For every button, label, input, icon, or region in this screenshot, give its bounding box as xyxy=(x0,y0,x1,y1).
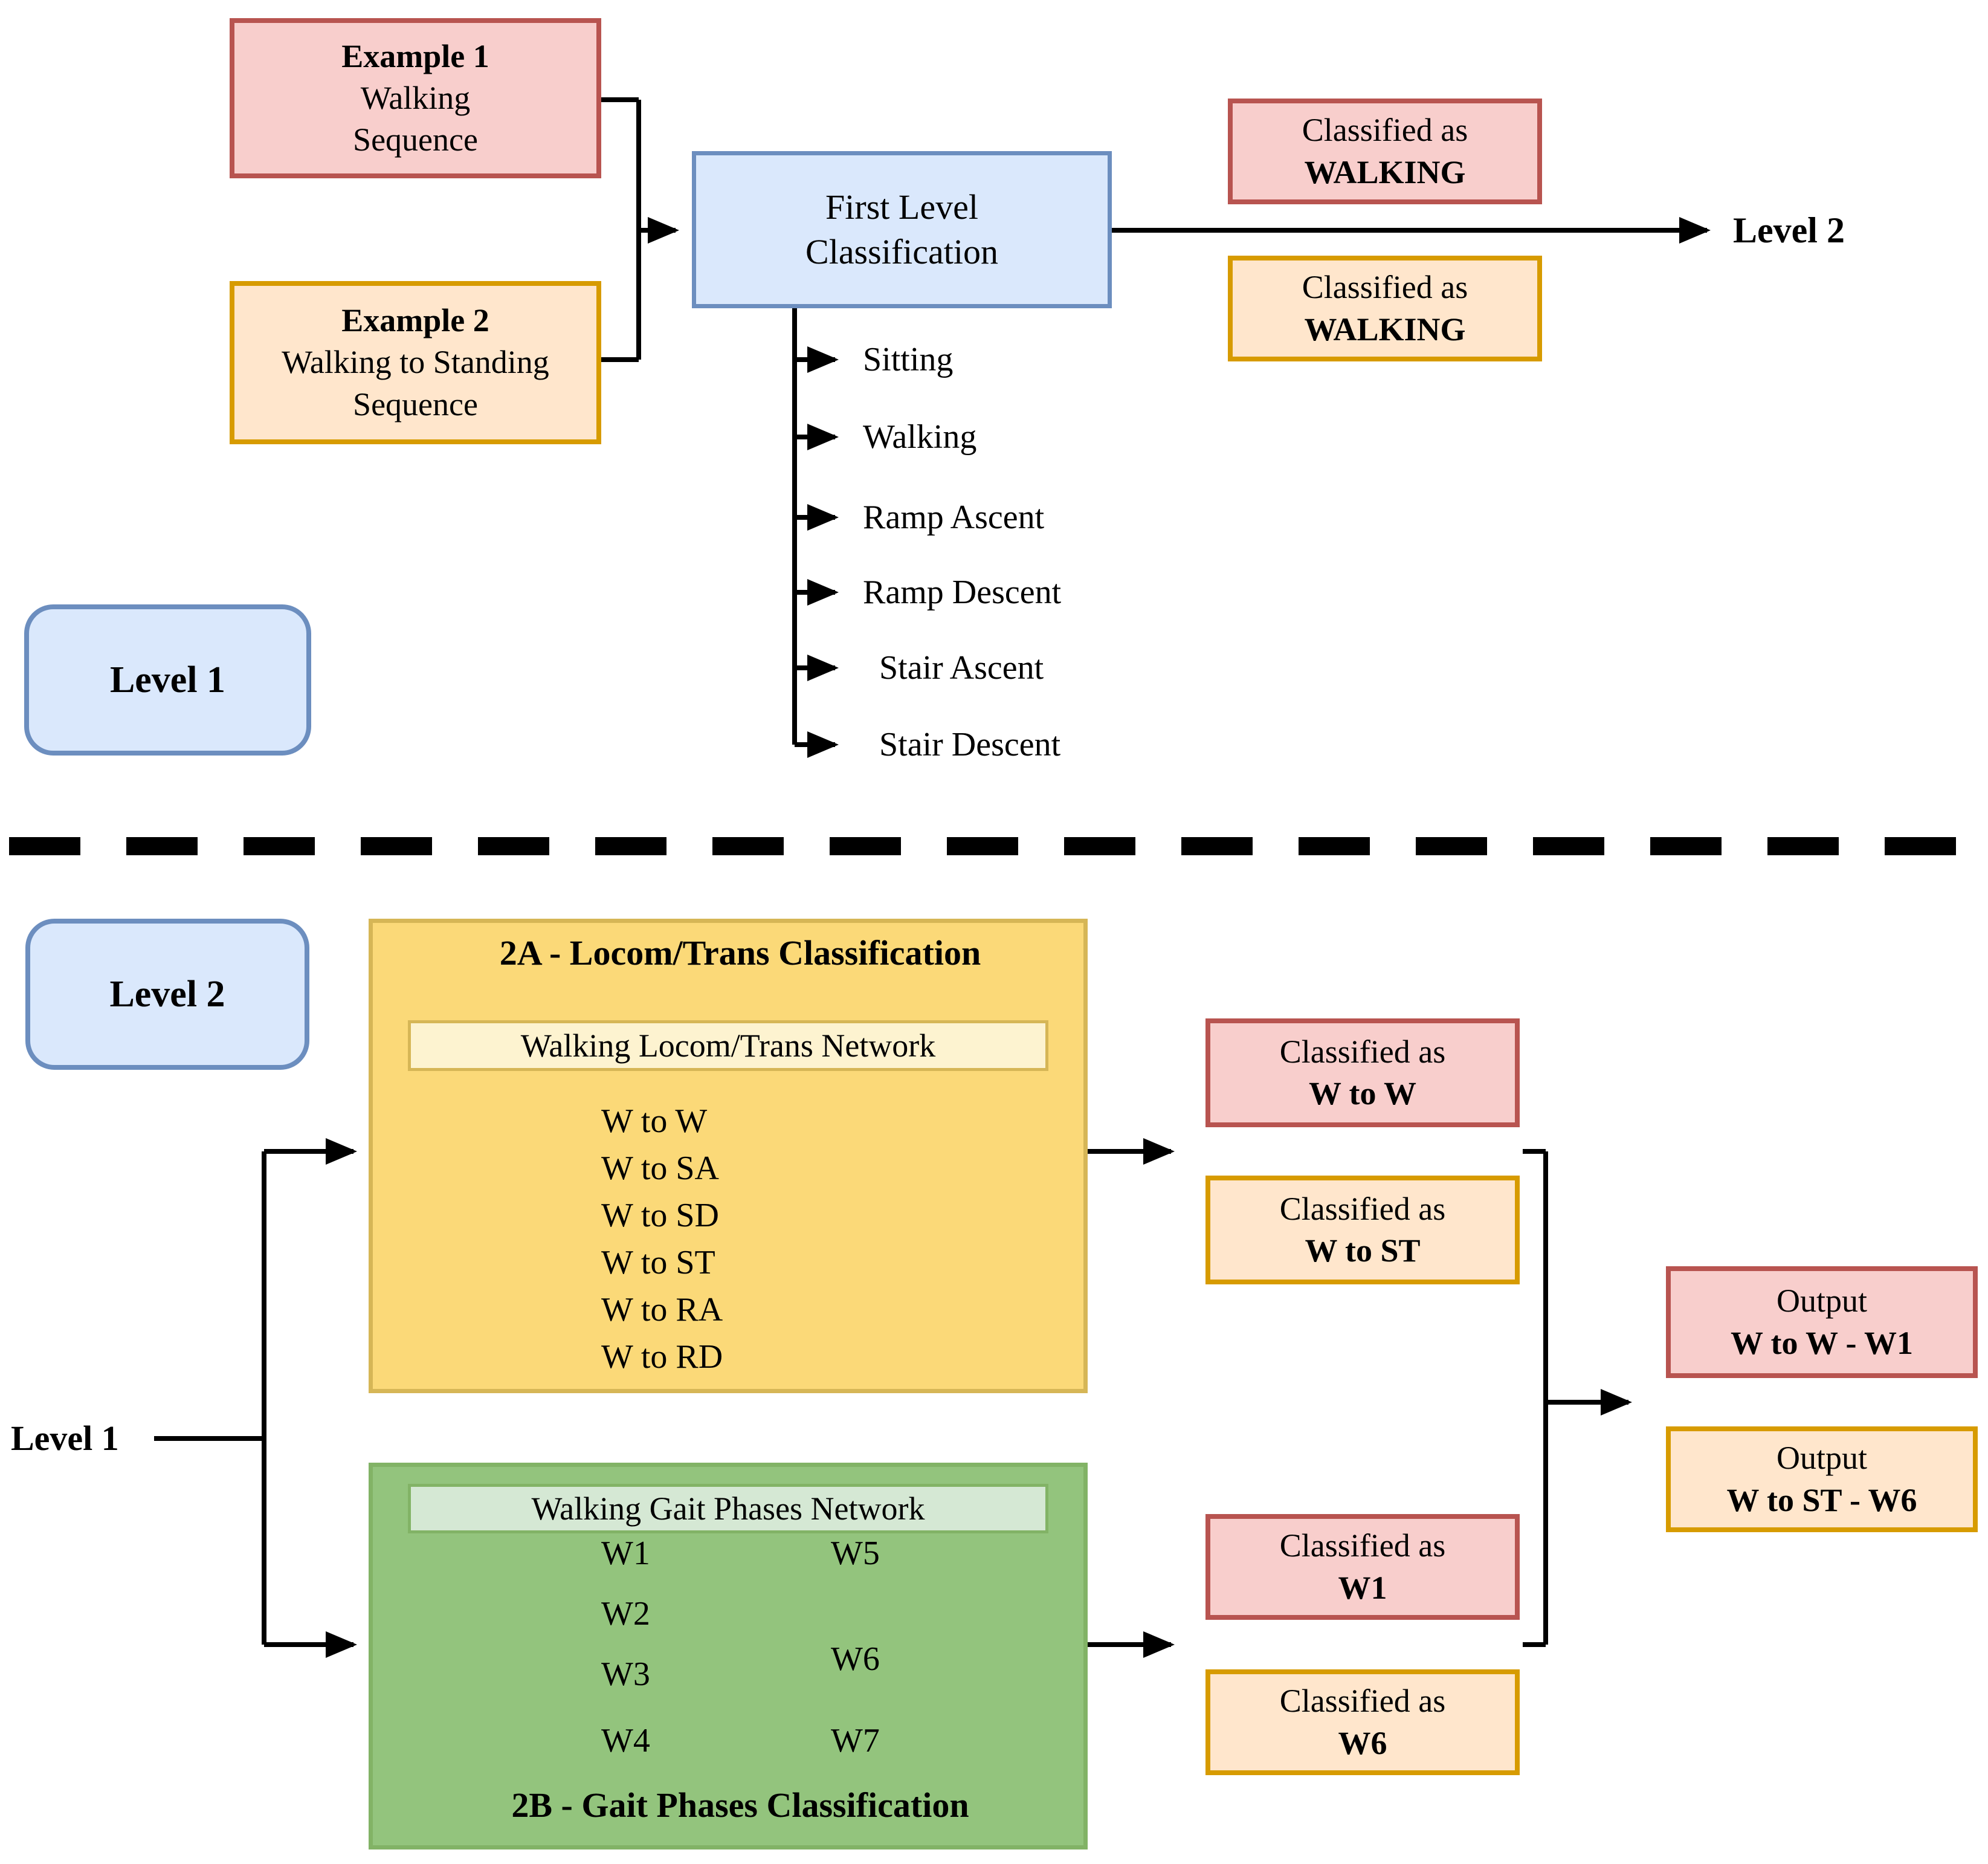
example2-box: Example 2 Walking to Standing Sequence xyxy=(230,281,601,444)
walking-gait-phases-network-bar: Walking Gait Phases Network xyxy=(408,1484,1048,1533)
class-w-to-sd: W to SD xyxy=(601,1197,719,1234)
class-w4: W4 xyxy=(601,1722,650,1759)
class-w3: W3 xyxy=(601,1655,650,1693)
outcome-sitting: Sitting xyxy=(863,341,954,378)
class-w2: W2 xyxy=(601,1595,650,1633)
classified-prefix: Classified as xyxy=(1302,269,1468,306)
class-w-to-ra: W to RA xyxy=(601,1291,723,1328)
class-w-to-st: W to ST xyxy=(601,1244,715,1281)
level1-badge: Level 1 xyxy=(24,604,311,756)
classified-value: W1 xyxy=(1338,1569,1387,1606)
output-prefix: Output xyxy=(1776,1440,1867,1477)
first-level-line1: First Level xyxy=(825,187,978,227)
output-prefix: Output xyxy=(1776,1283,1867,1319)
classified-value: W6 xyxy=(1338,1724,1387,1761)
example1-box: Example 1 Walking Sequence xyxy=(230,18,601,178)
first-level-classification-box: First Level Classification xyxy=(692,151,1112,308)
classified-prefix: Classified as xyxy=(1279,1190,1446,1227)
class-w7: W7 xyxy=(831,1722,880,1759)
outcome-stair-ascent: Stair Ascent xyxy=(879,649,1044,687)
class-w-to-sa: W to SA xyxy=(601,1150,719,1187)
classified-w1-box: Classified as W1 xyxy=(1205,1514,1520,1620)
level1-source-label: Level 1 xyxy=(11,1419,119,1458)
example1-line1: Walking xyxy=(360,79,471,116)
panel-2b-title: 2B - Gait Phases Classification xyxy=(511,1785,969,1825)
example2-title: Example 2 xyxy=(341,302,489,339)
class-w1: W1 xyxy=(601,1535,650,1572)
example1-line2: Sequence xyxy=(353,121,478,158)
classified-value: W to W xyxy=(1308,1075,1417,1112)
panel-2a-locom-trans xyxy=(369,919,1088,1393)
classified-value: WALKING xyxy=(1304,311,1466,348)
panel-2a-title: 2A - Locom/Trans Classification xyxy=(499,933,981,972)
class-w-to-w: W to W xyxy=(601,1102,708,1140)
bottom-connectors xyxy=(154,1138,1632,1658)
output-value: W to ST - W6 xyxy=(1726,1481,1917,1518)
classified-prefix: Classified as xyxy=(1279,1683,1446,1720)
classified-walking-orange-box: Classified as WALKING xyxy=(1228,256,1542,361)
example2-line2: Sequence xyxy=(353,386,478,422)
class-w6: W6 xyxy=(831,1640,880,1678)
output-value: W to W - W1 xyxy=(1730,1324,1914,1361)
class-w-to-rd: W to RD xyxy=(601,1338,723,1376)
classified-prefix: Classified as xyxy=(1279,1033,1446,1070)
walking-locom-trans-network-bar: Walking Locom/Trans Network xyxy=(408,1020,1048,1071)
outcome-ramp-ascent: Ramp Ascent xyxy=(863,499,1045,536)
classified-w6-box: Classified as W6 xyxy=(1205,1669,1520,1775)
outcome-stair-descent: Stair Descent xyxy=(879,726,1061,763)
classified-w-to-st-box: Classified as W to ST xyxy=(1205,1176,1520,1284)
output-w-to-st-w6-box: Output W to ST - W6 xyxy=(1666,1426,1978,1532)
classified-value: W to ST xyxy=(1305,1232,1421,1269)
classified-value: WALKING xyxy=(1304,154,1466,190)
output-w-to-w-w1-box: Output W to W - W1 xyxy=(1666,1266,1978,1378)
outcome-ramp-descent: Ramp Descent xyxy=(863,574,1062,611)
first-level-line2: Classification xyxy=(805,232,998,271)
example2-line1: Walking to Standing xyxy=(282,344,549,381)
classified-walking-pink-box: Classified as WALKING xyxy=(1228,99,1542,204)
top-connectors xyxy=(601,97,1711,758)
classified-prefix: Classified as xyxy=(1302,112,1468,149)
classified-prefix: Classified as xyxy=(1279,1527,1446,1564)
outcome-walking: Walking xyxy=(863,418,977,456)
example1-title: Example 1 xyxy=(341,37,489,74)
level2-badge: Level 2 xyxy=(25,919,309,1070)
class-w5: W5 xyxy=(831,1535,880,1572)
classified-w-to-w-box: Classified as W to W xyxy=(1205,1018,1520,1127)
level2-arrow-label: Level 2 xyxy=(1733,210,1845,250)
